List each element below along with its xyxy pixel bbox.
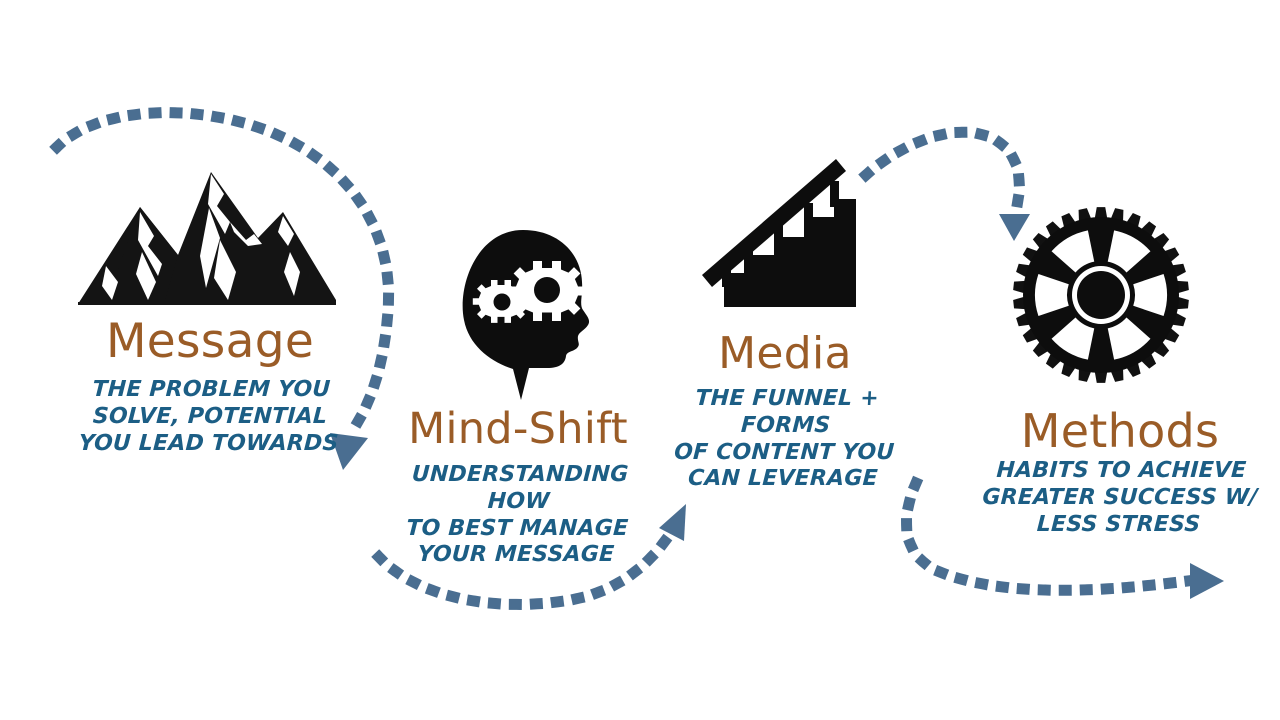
arrow-3 (858, 126, 1030, 241)
stage-description-media: THE FUNNEL + FORMS OF CONTENT YOU CAN LE… (673, 386, 896, 492)
stage-description-methods: HABITS TO ACHIEVE GREATER SUCCESS W/ LES… (981, 458, 1259, 537)
stage-title-methods: Methods (1020, 404, 1220, 458)
stage-title-media: Media (718, 328, 852, 379)
stage-message: Message THE PROBLEM YOU SOLVE, POTENTIAL… (40, 318, 380, 457)
arrow-2 (371, 504, 686, 610)
cog-wheel-icon (1006, 200, 1196, 390)
stage-description-mindshift: UNDERSTANDING HOW TO BEST MANAGE YOUR ME… (405, 462, 630, 568)
mountain-icon (78, 160, 336, 306)
arrow-4 (901, 475, 1224, 599)
stairs-icon (700, 155, 872, 313)
stage-title-message: Message (105, 314, 315, 369)
stage-media: Media THE FUNNEL + FORMS OF CONTENT YOU … (650, 332, 920, 493)
stage-methods: Methods HABITS TO ACHIEVE GREATER SUCCES… (980, 408, 1260, 538)
stage-description-message: THE PROBLEM YOU SOLVE, POTENTIAL YOU LEA… (78, 377, 340, 456)
head-with-gears-icon (455, 228, 595, 400)
stage-mindshift: Mind-Shift UNDERSTANDING HOW TO BEST MAN… (378, 408, 658, 569)
stage-title-mindshift: Mind-Shift (408, 404, 628, 454)
arrow-1 (49, 107, 394, 470)
